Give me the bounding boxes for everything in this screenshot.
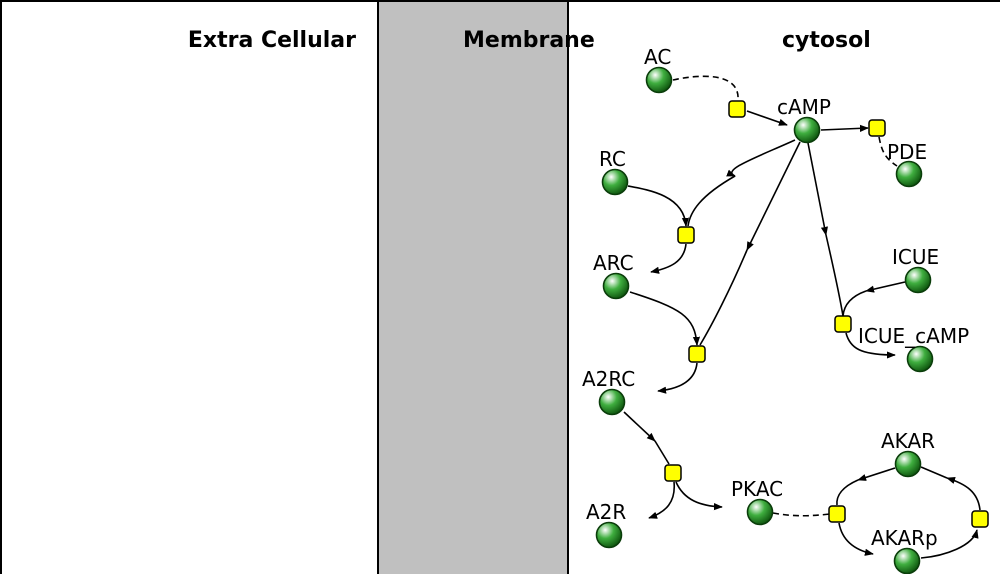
edge-akar-r7 <box>857 467 896 481</box>
species-a2rc-node[interactable] <box>598 388 626 416</box>
reaction-node-4[interactable] <box>688 345 706 363</box>
edge-pkac-r7 <box>772 512 831 517</box>
edge-ac-r1 <box>672 75 739 101</box>
reaction-edges <box>623 75 981 559</box>
reaction-node-5[interactable] <box>664 464 682 482</box>
species-ac-label: AC <box>644 45 671 69</box>
species-labels: AC cAMP PDE RC ARC A2RC A2R PKAC ICUE IC… <box>582 45 969 550</box>
reaction-node-8[interactable] <box>971 510 989 528</box>
species-arc-node[interactable] <box>602 272 630 300</box>
species-ac-node[interactable] <box>645 66 673 94</box>
species-nodes <box>595 66 934 574</box>
species-pkac-label: PKAC <box>731 477 783 501</box>
edge-a2rc-r5 <box>623 411 656 442</box>
edge-icue-r6-b <box>842 290 867 317</box>
species-akarp-label: AKARp <box>871 526 938 550</box>
cytosol-compartment <box>567 0 1000 574</box>
species-akar-label: AKAR <box>881 429 935 453</box>
edge-r8-akar-b <box>920 466 948 479</box>
cytosol-label: cytosol <box>782 28 871 53</box>
edge-akarp-r8 <box>920 529 979 559</box>
edge-camp-r3-b <box>687 175 736 227</box>
edge-r8-akar <box>946 477 981 511</box>
species-a2r-node[interactable] <box>595 521 623 549</box>
species-camp-label: cAMP <box>777 95 831 119</box>
species-icue-node[interactable] <box>904 266 932 294</box>
reaction-node-7[interactable] <box>828 505 846 523</box>
membrane-label: Membrane <box>463 28 595 53</box>
reaction-node-1[interactable] <box>728 100 746 118</box>
membrane-compartment <box>377 0 569 574</box>
edge-r1-camp <box>746 110 788 126</box>
edge-camp-r4-b <box>699 249 748 346</box>
edge-camp-r4 <box>746 141 801 251</box>
edge-r5-a2r <box>648 481 675 519</box>
species-pkac-node[interactable] <box>746 498 774 526</box>
species-akar-node[interactable] <box>894 450 922 478</box>
edge-r5-pkac <box>675 481 723 511</box>
edge-icue-r6 <box>865 281 906 293</box>
species-pde-node[interactable] <box>895 160 923 188</box>
reaction-node-3[interactable] <box>677 226 695 244</box>
edge-camp-r2 <box>820 124 869 132</box>
species-icue-camp-label: ICUE_cAMP <box>858 324 969 348</box>
edge-r3-arc <box>650 243 687 274</box>
edge-r7-akarp <box>838 522 874 556</box>
reaction-nodes <box>664 100 989 528</box>
species-a2r-label: A2R <box>586 500 626 524</box>
species-arc-label: ARC <box>593 251 634 275</box>
edge-r2-pde <box>878 136 898 167</box>
edge-r4-a2rc <box>657 362 698 394</box>
species-pde-label: PDE <box>887 140 927 164</box>
species-a2rc-label: A2RC <box>582 367 635 391</box>
edge-akar-r7-b <box>836 479 859 506</box>
edge-r6-icuecamp <box>845 332 896 359</box>
edge-camp-r6 <box>807 142 828 236</box>
reaction-node-6[interactable] <box>834 315 852 333</box>
edge-camp-r3 <box>726 139 796 177</box>
extracellular-compartment <box>0 0 379 574</box>
species-akarp-node[interactable] <box>893 547 921 574</box>
edge-camp-r6-b <box>825 234 844 317</box>
species-rc-label: RC <box>599 147 626 171</box>
edge-arc-r4 <box>629 291 701 346</box>
species-rc-node[interactable] <box>601 168 629 196</box>
species-icue-label: ICUE <box>892 245 939 269</box>
reaction-node-2[interactable] <box>868 119 886 137</box>
extracellular-label: Extra Cellular <box>188 28 356 53</box>
species-icue-camp-node[interactable] <box>906 345 934 373</box>
edge-rc-r3 <box>627 185 690 227</box>
species-camp-node[interactable] <box>793 116 821 144</box>
edge-a2rc-r5-b <box>654 440 670 465</box>
